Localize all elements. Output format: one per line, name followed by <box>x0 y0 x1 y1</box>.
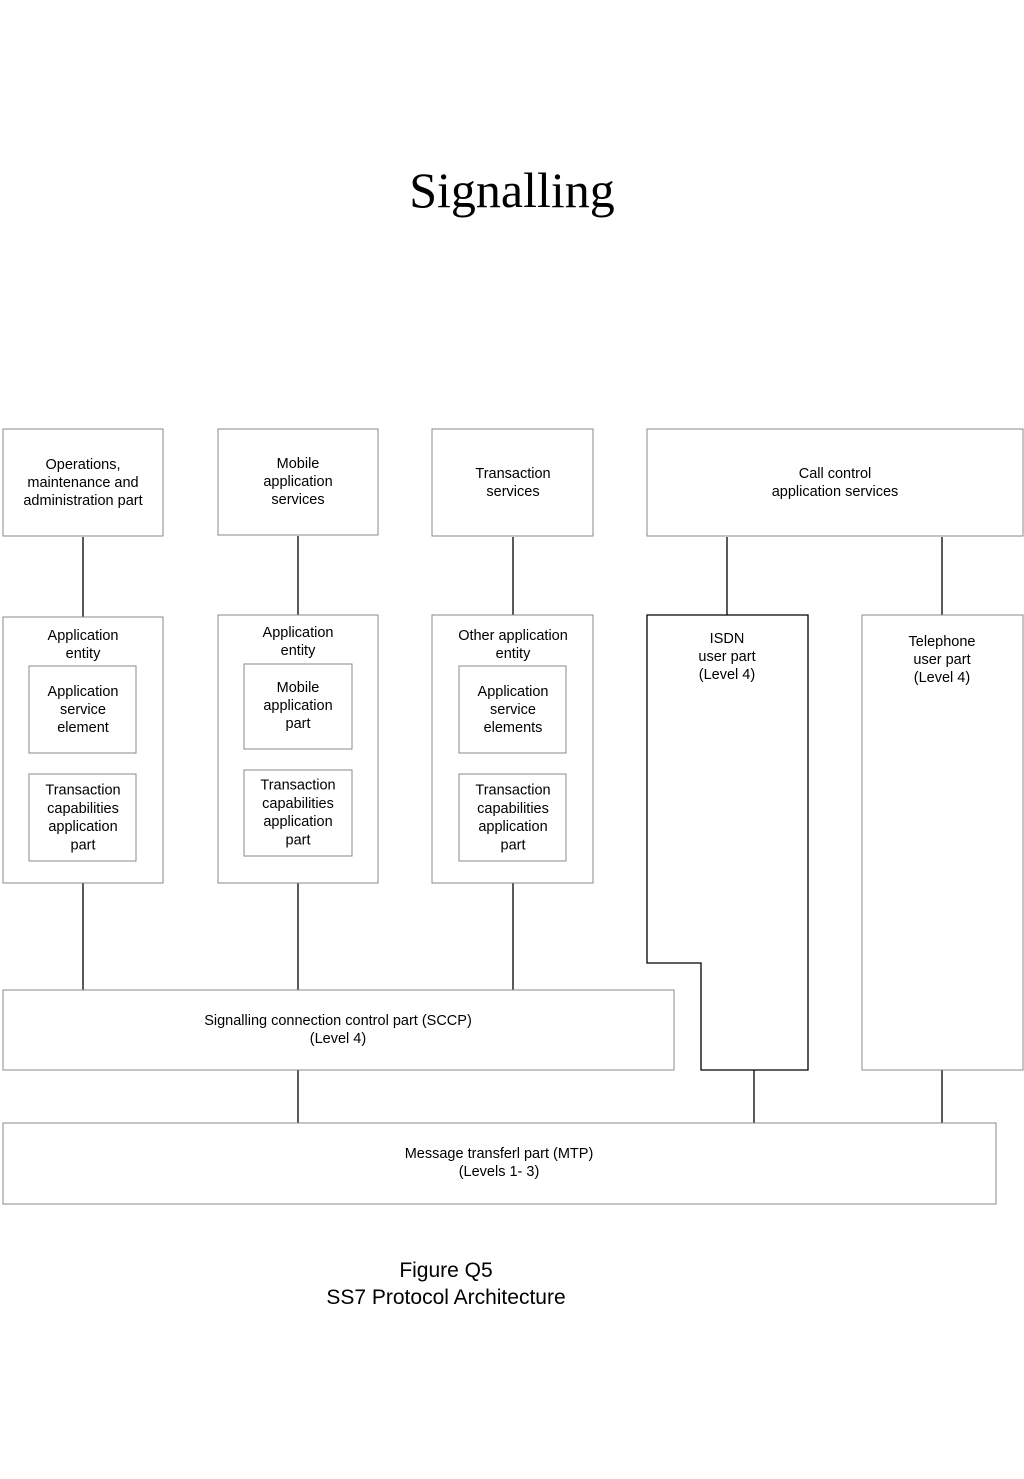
label-line: entity <box>66 646 101 662</box>
isdn-user-part-box <box>646 614 809 1071</box>
label-line: Transaction <box>260 778 335 794</box>
label-line: Transaction <box>475 466 550 482</box>
label-line: (Level 4) <box>699 667 755 683</box>
label-line: Transaction <box>45 783 120 799</box>
telephone-user-part-box <box>861 614 1024 1071</box>
mtp-label: Message transferl part (MTP) (Levels 1- 3… <box>405 1146 594 1180</box>
app-service-elements-label: Application service elements <box>478 684 549 736</box>
app-service-element-box <box>28 665 137 754</box>
other-app-entity-label: Other application entity <box>458 628 568 662</box>
label-line: entity <box>496 646 531 662</box>
tcap-2-label: Transaction capabilities application part <box>260 778 335 849</box>
tcap-1-label: Transaction capabilities application part <box>45 783 120 854</box>
transaction-services-label: Transaction services <box>475 466 550 500</box>
label-line: maintenance and <box>27 475 138 491</box>
label-line: Application <box>478 684 549 700</box>
label-line: Transaction <box>475 783 550 799</box>
label-line: Telephone <box>909 634 976 650</box>
label-line: Mobile <box>277 680 320 696</box>
tcap-3-box <box>458 773 567 862</box>
label-line: services <box>271 492 324 508</box>
oam-part-label: Operations, maintenance and administration… <box>23 457 142 509</box>
mobile-app-part-box <box>243 663 353 750</box>
label-line: capabilities <box>262 796 334 812</box>
label-line: Call control <box>799 466 872 482</box>
isdn-user-part-label: ISDN user part (Level 4) <box>698 631 755 683</box>
label-line: (Level 4) <box>310 1031 366 1047</box>
label-line: application services <box>772 484 899 500</box>
label-line: Signalling connection control part (SCCP… <box>204 1013 472 1029</box>
label-line: (Levels 1- 3) <box>459 1164 540 1180</box>
label-line: Application <box>263 625 334 641</box>
tcap-2-box <box>243 769 353 857</box>
label-line: capabilities <box>47 801 119 817</box>
app-entity-1-label: Application entity <box>48 628 119 662</box>
label-line: Application <box>48 628 119 644</box>
label-line: element <box>57 720 109 736</box>
label-line: application <box>263 474 332 490</box>
figure-caption: SS7 Protocol Architecture <box>326 1286 565 1309</box>
label-line: application <box>478 819 547 835</box>
oam-part-box <box>2 428 164 537</box>
label-line: Message transferl part (MTP) <box>405 1146 594 1162</box>
label-line: capabilities <box>477 801 549 817</box>
label-line: application <box>263 814 332 830</box>
label-line: Mobile <box>277 456 320 472</box>
transaction-services-box <box>431 428 594 537</box>
label-line: part <box>501 837 526 853</box>
label-line: elements <box>484 720 543 736</box>
label-line: Operations, <box>46 457 121 473</box>
connector-lines <box>82 536 943 1123</box>
tcap-3-label: Transaction capabilities application part <box>475 783 550 854</box>
mobile-app-services-box <box>217 428 379 536</box>
mtp-box <box>2 1122 997 1205</box>
label-line: administration part <box>23 493 142 509</box>
label-line: service <box>490 702 536 718</box>
mobile-app-part-label: Mobile application part <box>263 680 332 732</box>
app-entity-2-label: Application entity <box>263 625 334 659</box>
label-line: Application <box>48 684 119 700</box>
label-line: application <box>263 698 332 714</box>
call-control-services-box <box>646 428 1024 537</box>
label-line: user part <box>698 649 755 665</box>
label-line: user part <box>913 652 970 668</box>
label-line: services <box>486 484 539 500</box>
label-line: Other application <box>458 628 568 644</box>
sccp-label: Signalling connection control part (SCCP… <box>204 1013 472 1047</box>
call-control-services-label: Call control application services <box>772 466 899 500</box>
sccp-box <box>2 989 675 1071</box>
label-line: ISDN <box>710 631 745 647</box>
label-line: part <box>286 716 311 732</box>
label-line: application <box>48 819 117 835</box>
label-line: entity <box>281 643 316 659</box>
app-service-element-label: Application service element <box>48 684 119 736</box>
app-service-elements-box <box>458 665 567 754</box>
telephone-user-part-label: Telephone user part (Level 4) <box>909 634 976 686</box>
figure-number: Figure Q5 <box>399 1259 492 1282</box>
label-line: part <box>71 837 96 853</box>
page-title: Signalling <box>409 162 615 218</box>
label-line: (Level 4) <box>914 670 970 686</box>
mobile-app-services-label: Mobile application services <box>263 456 332 508</box>
label-line: service <box>60 702 106 718</box>
label-line: part <box>286 832 311 848</box>
tcap-1-box <box>28 773 137 862</box>
